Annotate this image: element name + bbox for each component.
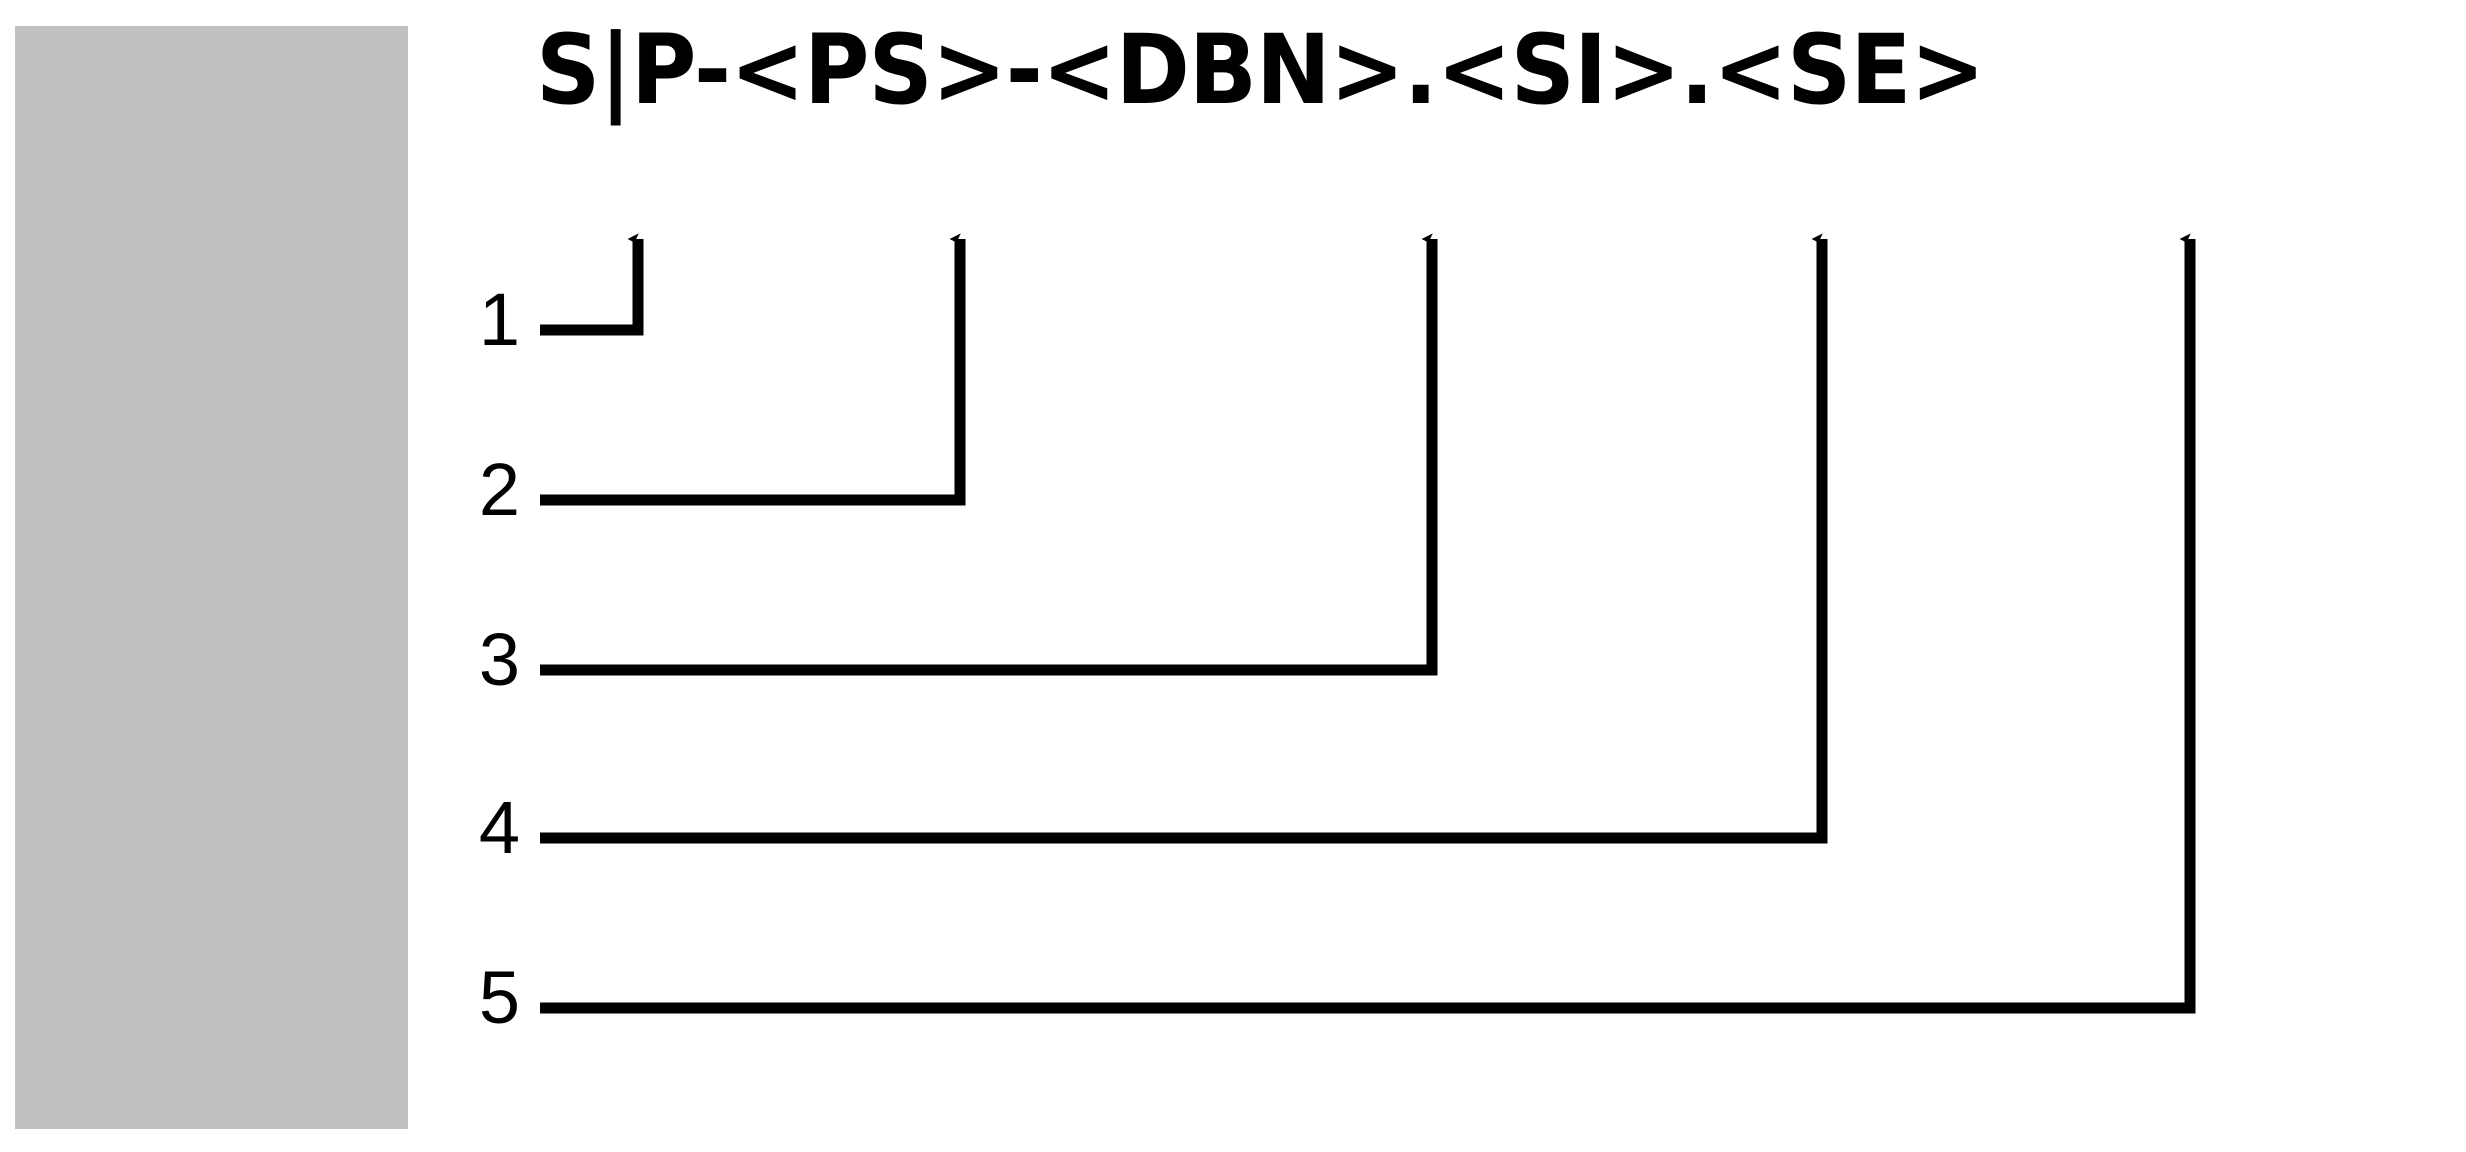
callout-leader-3	[540, 233, 1438, 676]
callout-leader-2	[540, 233, 966, 506]
syntax-title: S|P-<PS>-<DBN>.<SI>.<SE>	[536, 14, 1985, 126]
callout-label-3: 3	[478, 618, 520, 701]
callout-label-4: 4	[478, 786, 520, 869]
callout-leader-1	[540, 233, 644, 336]
callout-leader-4	[540, 233, 1828, 844]
gray-placeholder-panel	[15, 26, 408, 1129]
callout-label-1: 1	[478, 278, 520, 361]
callout-label-5: 5	[478, 956, 520, 1039]
callout-label-2: 2	[478, 448, 520, 531]
callout-leader-5	[540, 233, 2196, 1014]
